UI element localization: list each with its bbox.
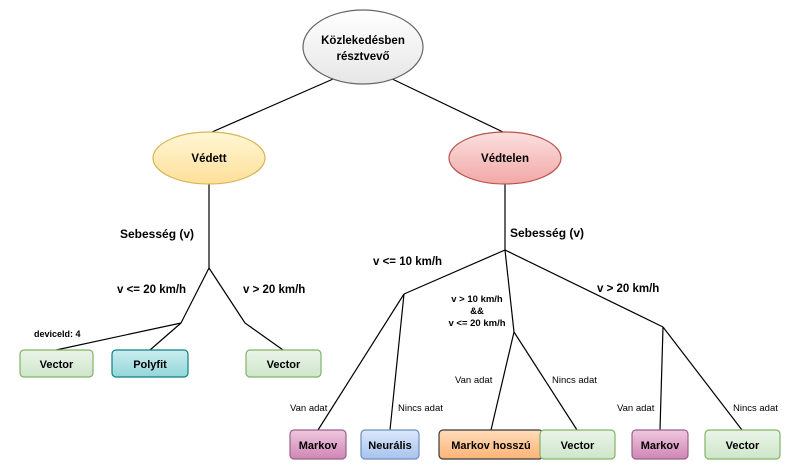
- leaf-mid-markov-hosszu: Markov hosszú: [438, 429, 544, 460]
- edge-low-has: [317, 293, 405, 431]
- leaf-protected-vector-left: Vector: [19, 349, 94, 378]
- protected-label: Védett: [191, 153, 226, 165]
- edge-unprotected-low: [403, 249, 506, 295]
- edge-protected-low-vector: [55, 322, 182, 351]
- leaf-label: Polyfit: [133, 359, 167, 371]
- edges: [55, 75, 743, 431]
- leaf-box: [19, 349, 94, 378]
- deviceid-label: deviceId: 4: [34, 329, 81, 339]
- edge-root-unprotected: [385, 75, 504, 133]
- leaf-label: Vector: [726, 440, 760, 452]
- mid-has-data-label: Van adat: [455, 375, 493, 386]
- leaf-high-vector: Vector: [704, 429, 781, 460]
- edge-unprotected-mid: [504, 249, 515, 333]
- leaf-label: Vector: [561, 440, 595, 452]
- unprotected-branch-mid-line2: &&: [470, 306, 484, 317]
- leaf-box: [111, 349, 189, 378]
- protected-branch-high-label: v > 20 km/h: [243, 284, 305, 296]
- unprotected-criterion-label: Sebesség (v): [510, 226, 584, 240]
- edge-low-no: [389, 293, 405, 431]
- high-has-data-label: Van adat: [617, 403, 655, 414]
- unprotected-branch-mid-line1: v > 10 km/h: [451, 294, 503, 305]
- leaf-label: Markov: [299, 440, 338, 452]
- mid-no-data-label: Nincs adat: [552, 375, 597, 386]
- leaf-mid-vector: Vector: [539, 429, 616, 460]
- leaf-label: Vector: [267, 359, 301, 371]
- leaf-protected-vector-right: Vector: [245, 349, 322, 378]
- low-has-data-label: Van adat: [290, 403, 328, 414]
- unprotected-node: Védtelen: [448, 131, 562, 185]
- unprotected-label: Védtelen: [481, 153, 529, 165]
- edge-root-protected: [211, 75, 341, 133]
- leaf-label: Markov: [641, 440, 680, 452]
- edge-high-has: [659, 326, 664, 431]
- edge-unprotected-high: [504, 249, 664, 328]
- root-label-line2: résztvevő: [336, 51, 389, 63]
- protected-node: Védett: [152, 131, 266, 185]
- edge-high-no: [662, 326, 743, 431]
- unprotected-branch-mid-line3: v <= 20 km/h: [448, 318, 505, 329]
- low-no-data-label: Nincs adat: [398, 403, 443, 414]
- leaf-box: [289, 429, 347, 460]
- unprotected-branch-high-label: v > 20 km/h: [597, 283, 659, 295]
- edge-protected-low-polyfit: [149, 322, 182, 351]
- edge-mid-has: [490, 331, 515, 431]
- leaf-box: [245, 349, 322, 378]
- edge-protected-high-vector: [244, 322, 284, 351]
- unprotected-ellipse: [448, 131, 562, 185]
- unprotected-branch-low-label: v <= 10 km/h: [373, 256, 442, 268]
- leaf-label: Markov hosszú: [451, 440, 530, 452]
- leaf-label: Neurális: [368, 440, 411, 452]
- leaf-box: [631, 429, 689, 460]
- leaf-low-markov: Markov: [289, 429, 347, 460]
- protected-criterion-label: Sebesség (v): [120, 227, 194, 241]
- leaf-box: [360, 429, 420, 460]
- protected-branch-low-label: v <= 20 km/h: [117, 284, 186, 296]
- leaf-low-neuralis: Neurális: [360, 429, 420, 460]
- leaf-high-markov: Markov: [631, 429, 689, 460]
- protected-ellipse: [152, 131, 266, 185]
- root-node: Közlekedésben résztvevő: [302, 9, 424, 85]
- root-label-line1: Közlekedésben: [321, 35, 405, 47]
- leaf-box: [704, 429, 781, 460]
- high-no-data-label: Nincs adat: [733, 403, 778, 414]
- edge-protected-low: [180, 267, 210, 324]
- leaf-label: Vector: [40, 359, 74, 371]
- leaf-protected-polyfit: Polyfit: [111, 349, 189, 378]
- root-ellipse: [302, 9, 424, 85]
- leaf-box: [539, 429, 616, 460]
- edge-mid-no: [513, 331, 578, 431]
- edge-protected-high: [208, 267, 246, 324]
